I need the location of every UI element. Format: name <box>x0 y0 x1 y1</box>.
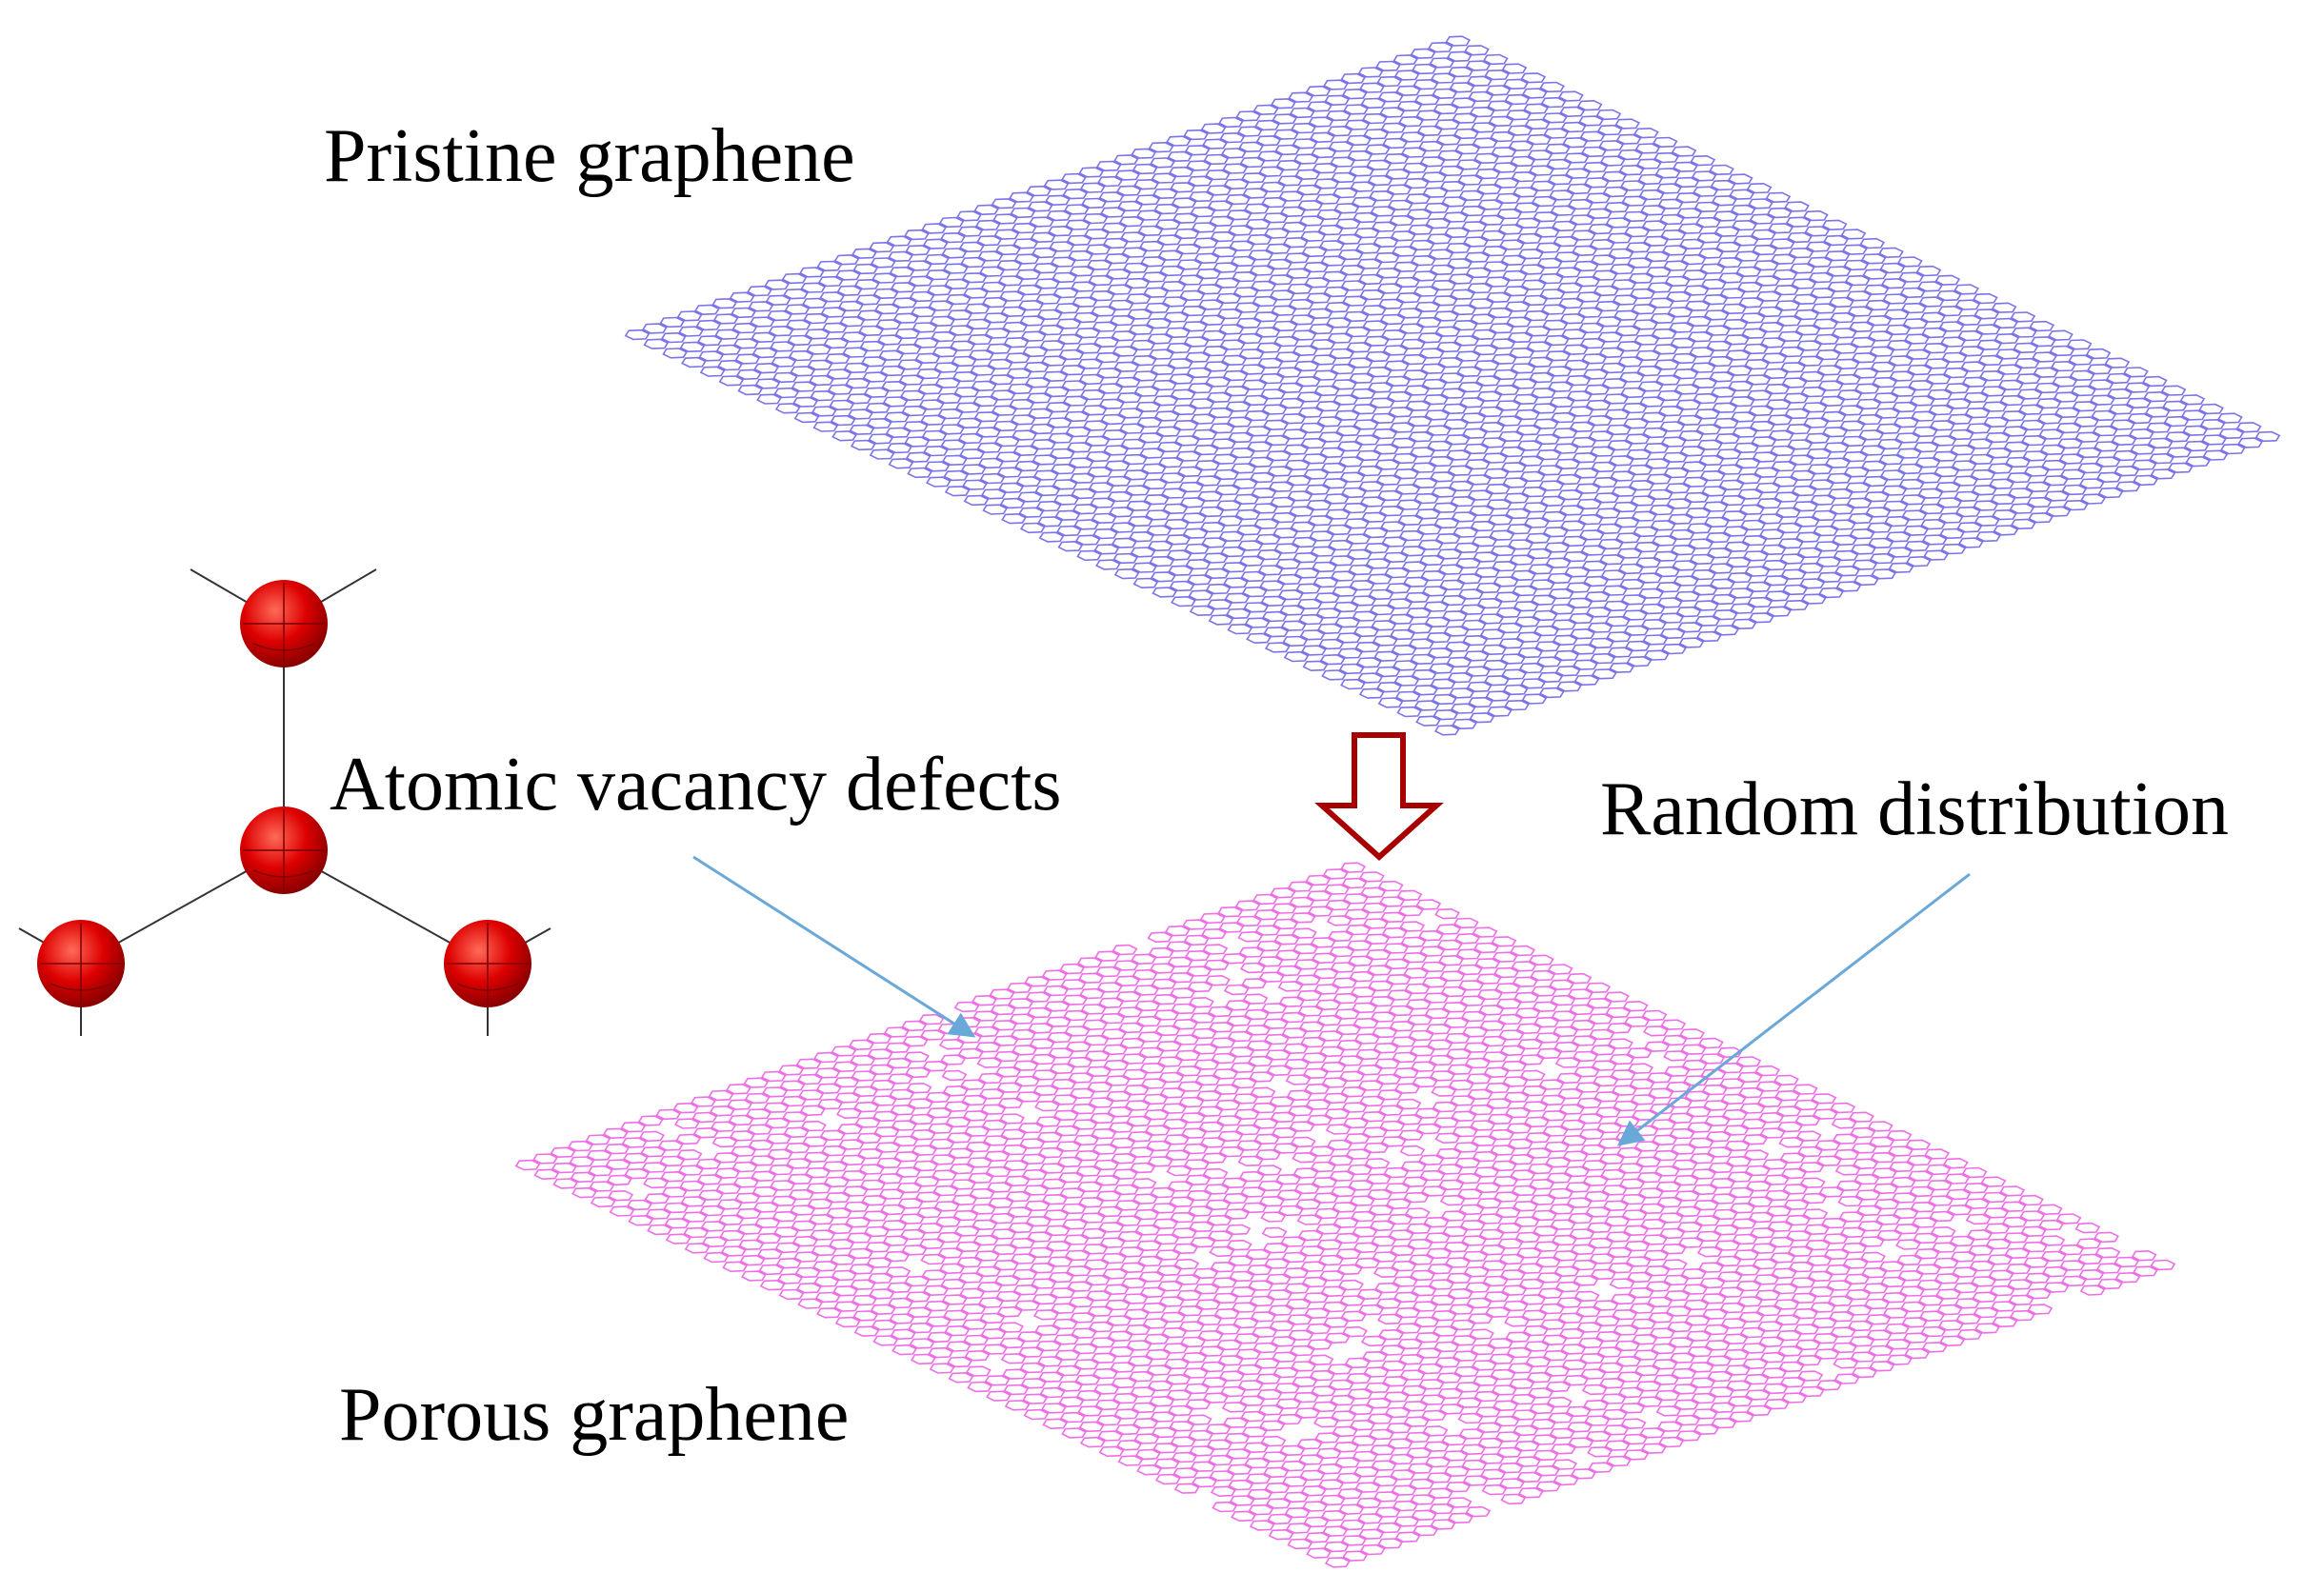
atomic-vacancy-pointer-arrow <box>692 855 976 1038</box>
atomic-vacancy-defects-label: Atomic vacancy defects <box>330 743 1062 826</box>
porous-graphene-label: Porous graphene <box>339 1373 849 1457</box>
pristine-graphene-sheet <box>624 35 2281 736</box>
atom-center <box>240 806 328 894</box>
atom-left <box>37 920 125 1007</box>
porous-graphene-sheet <box>514 862 2176 1568</box>
atom-right <box>444 920 531 1007</box>
pristine-sheet-mesh <box>624 35 2281 736</box>
pristine-graphene-label: Pristine graphene <box>324 114 855 198</box>
random-distribution-pointer-arrow <box>1616 872 1971 1146</box>
down-arrow-outline-icon <box>1314 732 1444 862</box>
atom-top <box>240 580 328 667</box>
porous-sheet-mesh <box>514 862 2176 1568</box>
random-distribution-label: Random distribution <box>1600 767 2229 851</box>
carbon-atom-trigonal-icon <box>18 568 551 1036</box>
